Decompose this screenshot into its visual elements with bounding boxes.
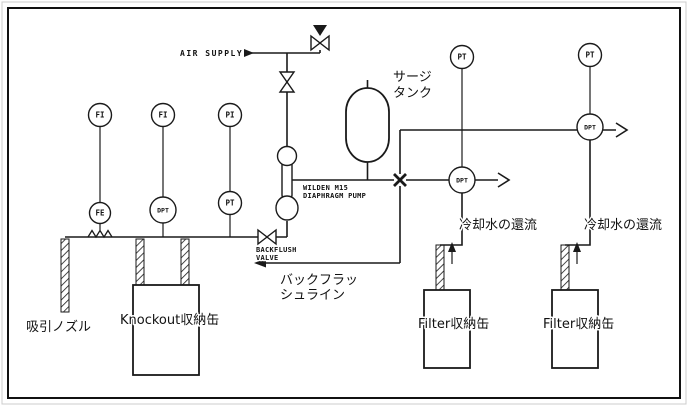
air-supply-flow-arrow [244,49,254,57]
instrument-pi: PI [217,102,243,128]
line-continues-arrow-right [615,122,629,138]
knockout-vessel-label: Knockout収納缶 [120,313,219,328]
instrument-tag: DPT [584,124,596,132]
equipment [60,87,599,376]
instrument-tag: PI [225,111,234,120]
instrument-tag: DPT [157,207,169,215]
air-supply-label: AIR SUPPLY [180,49,243,58]
instrument-pt-left: PT [217,190,243,216]
air-inlet-valve [278,71,296,93]
instrument-tag: FE [95,209,105,218]
instrument-pt-mid: PT [449,44,475,70]
relief-valve-actuator [313,25,327,36]
cooling-flow-arrow-mid [448,242,456,264]
cross-junction-valve [393,173,407,187]
filter-canister-mid [423,289,471,369]
instrument-dpt-left: DPT [149,196,177,224]
instrument-fi-1: FI [87,102,113,128]
line-continues-arrow-mid [497,172,511,188]
filter-right-riser [565,140,591,246]
instrument-fe: FE [88,201,112,225]
diaphragm-pump [275,145,299,221]
knockout-hose-right [180,238,190,286]
instrument-dpt-right: DPT [576,113,604,141]
filter-right-hose [560,244,570,291]
surge-tank [345,87,390,163]
instrument-pt-right: PT [577,42,603,68]
pump-label-line1: WILDEN M15 [303,184,348,192]
filter-mid-hose [435,244,445,291]
piping [65,49,629,268]
suction-nozzle-hose [60,238,70,313]
surge-tank-label-line2: タンク [393,86,432,101]
instrument-tag: FI [158,111,167,120]
valves [257,25,407,246]
filter-canister-right [551,289,599,369]
instrument-dpt-mid: DPT [448,166,476,194]
backflush-flow-arrow [254,258,266,268]
instrument-fi-2: FI [150,102,176,128]
pump-label-line2: DIAPHRAGM PUMP [303,192,366,200]
suction-nozzle-label: 吸引ノズル [26,319,91,335]
instrument-tag: PT [225,199,235,208]
knockout-hose-left [135,238,145,286]
cooling-return-label-right: 冷却水の還流 [584,218,662,233]
text-labels: AIR SUPPLY サージ タンク WILDEN M15 DIAPHRAGM … [25,48,664,337]
instrument-tag: PT [585,51,595,60]
instrument-tag: PT [457,53,467,62]
backflush-valve-label-line1: BACKFLUSH [256,246,297,254]
backflush-valve [257,228,277,246]
filter-vessel-label-right: Filter収納缶 [543,317,614,332]
flow-element-symbol [87,229,113,239]
surge-tank-label-line1: サージ [393,70,432,85]
backflush-line-label-line1: バックフラッ [280,273,358,288]
backflush-line-label-line2: シュライン [280,288,345,303]
filter-vessel-label-mid: Filter収納缶 [418,317,489,332]
instrument-tag: FI [95,111,104,120]
backflush-valve-label-line2: VALVE [256,254,279,262]
filter-mid-riser [440,193,463,246]
cooling-flow-arrow-right [573,242,581,264]
instrument-tag: DPT [456,177,468,185]
cooling-return-label-mid: 冷却水の還流 [459,218,537,233]
instrument-bubbles: FI FI PI FE DPT PT PT PT [87,42,604,225]
relief-valve [310,25,330,52]
knockout-canister [132,284,200,376]
